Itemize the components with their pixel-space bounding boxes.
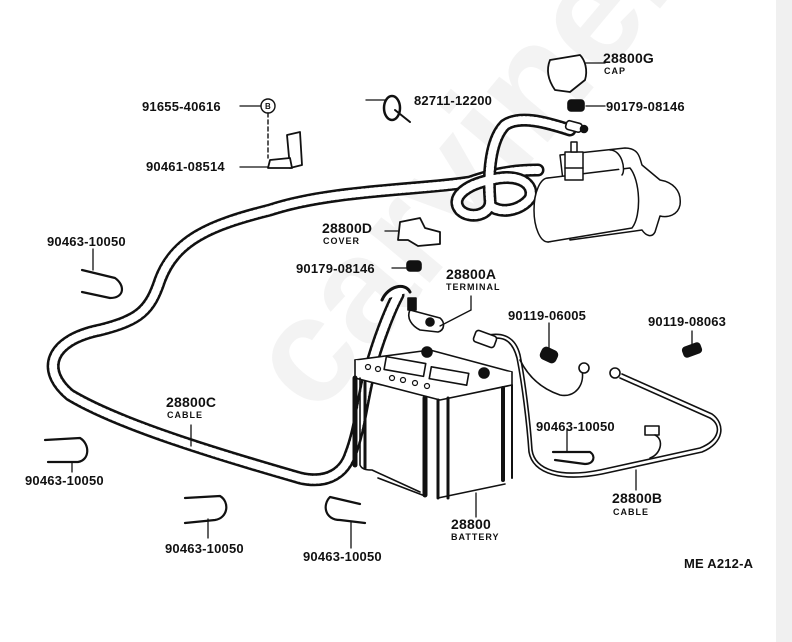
part-label-82711-12200: 82711-12200 bbox=[414, 93, 493, 108]
part-label-90463-10050-d: 90463-10050 bbox=[303, 549, 382, 564]
clip-90463-10050-b[interactable] bbox=[43, 436, 89, 464]
part-name-cover: COVER bbox=[323, 236, 361, 246]
part-name-battery: BATTERY bbox=[451, 532, 500, 542]
starter-cable[interactable] bbox=[450, 113, 589, 222]
part-name-cable-b: CABLE bbox=[613, 507, 649, 517]
bolt-b-letter: B bbox=[265, 102, 271, 111]
part-label-90463-10050-b: 90463-10050 bbox=[25, 473, 104, 488]
leader-lines bbox=[71, 62, 693, 549]
battery-28800[interactable] bbox=[352, 346, 513, 500]
part-label-90463-10050-e: 90463-10050 bbox=[536, 419, 615, 434]
clip-90463-10050-a[interactable] bbox=[80, 268, 123, 300]
part-label-90461-08514: 90461-08514 bbox=[146, 159, 225, 174]
part-label-28800d: 28800D bbox=[322, 220, 373, 236]
part-label-90179-08146-upper: 90179-08146 bbox=[606, 99, 685, 114]
part-label-90119-06005: 90119-06005 bbox=[508, 308, 587, 323]
terminal-28800a[interactable] bbox=[380, 284, 445, 333]
side-margin bbox=[776, 0, 792, 642]
clamp-82711-12200[interactable] bbox=[382, 94, 411, 123]
part-label-90119-08063: 90119-08063 bbox=[648, 314, 727, 329]
part-label-28800b: 28800B bbox=[612, 490, 663, 506]
part-label-28800: 28800 bbox=[451, 516, 491, 532]
parts-diagram: carvine.ru bbox=[25, 0, 776, 571]
cap-28800g[interactable] bbox=[547, 54, 588, 93]
bracket-90461-08514[interactable] bbox=[267, 131, 303, 169]
negative-cable-28800b[interactable] bbox=[472, 329, 722, 478]
nut-90179-08146-upper[interactable] bbox=[567, 99, 585, 112]
bolt-90119-06005[interactable] bbox=[539, 346, 559, 364]
part-name-cable-c: CABLE bbox=[167, 410, 203, 420]
part-label-28800g: 28800G bbox=[603, 50, 655, 66]
bolt-90119-08063[interactable] bbox=[681, 342, 703, 358]
part-label-91655-40616: 91655-40616 bbox=[142, 99, 221, 114]
starter-motor bbox=[533, 141, 681, 243]
part-label-90463-10050-c: 90463-10050 bbox=[165, 541, 244, 556]
part-label-28800a: 28800A bbox=[446, 266, 497, 282]
diagram-code: ME A212-A bbox=[684, 556, 754, 571]
part-label-28800c: 28800C bbox=[166, 394, 217, 410]
part-name-cap: CAP bbox=[604, 66, 627, 76]
clip-90463-10050-c[interactable] bbox=[183, 494, 228, 525]
nut-90179-08146-lower[interactable] bbox=[406, 260, 422, 272]
part-label-90179-08146-lower: 90179-08146 bbox=[296, 261, 375, 276]
clip-90463-10050-d[interactable] bbox=[324, 495, 367, 525]
diagram-artwork bbox=[43, 54, 722, 549]
cover-28800d[interactable] bbox=[397, 217, 441, 247]
part-name-terminal: TERMINAL bbox=[446, 282, 501, 292]
part-label-90463-10050-a: 90463-10050 bbox=[47, 234, 126, 249]
clip-90463-10050-e[interactable] bbox=[551, 450, 595, 466]
